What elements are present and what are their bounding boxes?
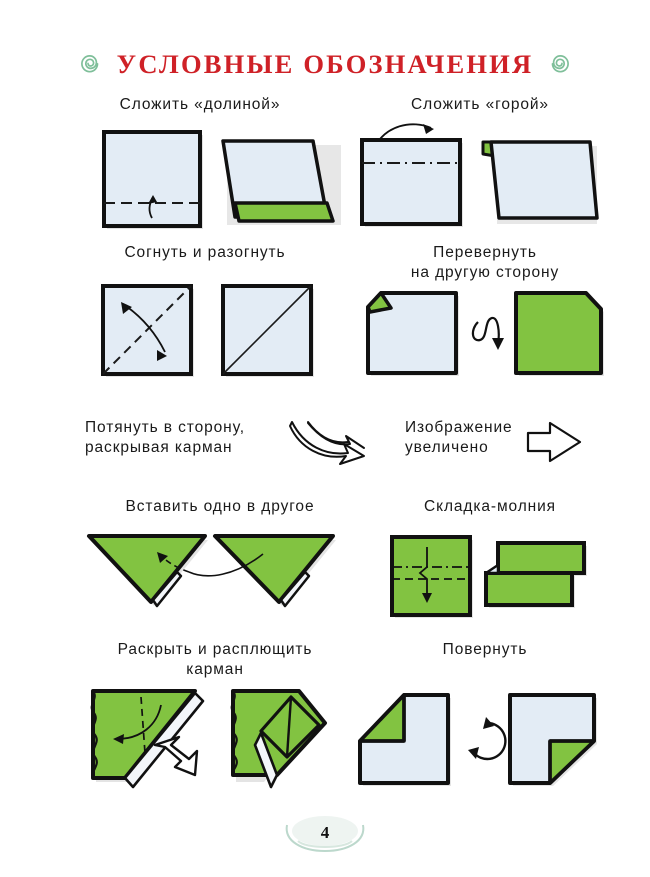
figure-open-and-squash-pocket — [85, 683, 355, 795]
caption-open-and-squash-pocket: Раскрыть и расплющить карман — [117, 641, 313, 678]
figure-mountain-fold — [355, 118, 605, 230]
figure-fold-and-unfold — [95, 280, 325, 380]
figure-insert-one-into-another — [85, 528, 355, 618]
caption-pull-open-pocket: Потянуть в сторону, раскрывая карман — [85, 419, 245, 456]
page-number-ornament-icon — [285, 816, 365, 853]
figure-valley-fold — [95, 125, 345, 230]
page-number: 4 — [320, 823, 330, 842]
figure-pleat-fold — [382, 527, 597, 619]
figure-pull-open-arrow — [288, 412, 368, 467]
caption-enlarged-view: Изображение увеличено — [405, 419, 513, 456]
page-title-bar: УСЛОВНЫЕ ОБОЗНАЧЕНИЯ — [0, 42, 650, 86]
caption-rotate: Повернуть — [442, 641, 528, 658]
caption-fold-and-unfold: Согнуть и разогнуть — [124, 244, 286, 261]
caption-mountain-fold: Сложить «горой» — [411, 96, 549, 113]
spiral-ornament-right-icon — [547, 51, 573, 77]
caption-pleat-fold: Складка-молния — [424, 498, 556, 515]
figure-enlarged-view-arrow — [522, 416, 588, 468]
figure-rotate — [352, 683, 602, 793]
page-title: УСЛОВНЫЕ ОБОЗНАЧЕНИЯ — [116, 48, 534, 79]
figure-turn-over — [358, 282, 604, 378]
caption-insert-one-into-another: Вставить одно в другое — [125, 498, 315, 515]
spiral-ornament-left-icon — [77, 51, 103, 77]
caption-valley-fold: Сложить «долиной» — [119, 96, 281, 113]
page-number-badge: 4 — [0, 808, 650, 858]
caption-turn-over: Перевернуть на другую сторону — [410, 244, 560, 281]
